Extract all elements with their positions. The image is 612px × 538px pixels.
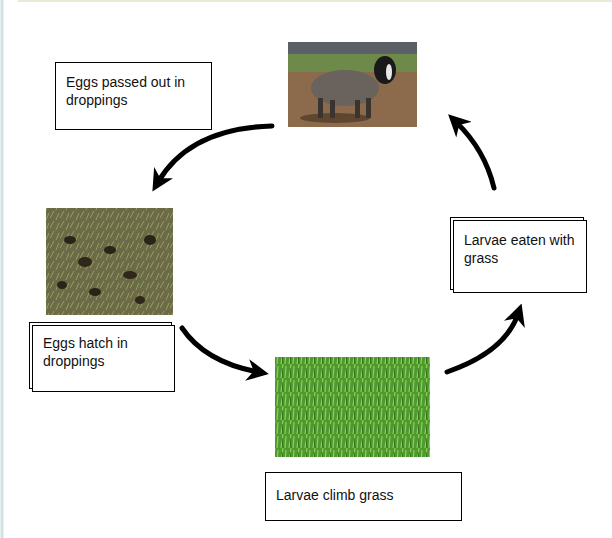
frame-line: [18, 1, 612, 2]
frame-line: [1, 0, 4, 538]
stage-label-box: Eggs passed out in droppings: [55, 62, 212, 130]
cycle-arrow: [447, 314, 518, 372]
cycle-arrow: [158, 126, 272, 182]
stage-text: Larvae climb grass: [276, 486, 453, 504]
stage-label-box: Larvae eaten with grass: [453, 220, 587, 293]
sheep-photo: [288, 42, 417, 127]
cycle-arrow: [182, 328, 258, 372]
grass-photo: [275, 357, 430, 457]
stage-text: Larvae eaten with grass: [464, 231, 578, 267]
stage-label-box: Larvae climb grass: [265, 472, 462, 521]
stage-text: Eggs hatch in droppings: [43, 334, 166, 370]
cycle-arrow: [456, 122, 494, 188]
droppings-photo: [46, 208, 173, 315]
stage-label-box: Eggs hatch in droppings: [32, 325, 175, 392]
stage-text: Eggs passed out in droppings: [66, 73, 203, 109]
